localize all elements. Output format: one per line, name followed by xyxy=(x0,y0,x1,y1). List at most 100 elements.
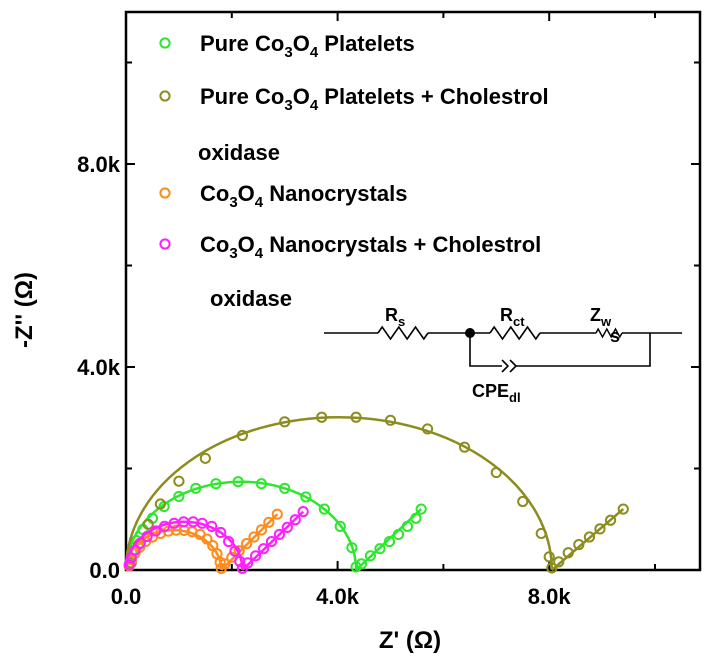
series-fit-tail xyxy=(220,513,279,571)
data-point xyxy=(316,411,328,423)
data-point xyxy=(201,533,213,545)
data-point xyxy=(265,535,278,548)
data-point xyxy=(517,495,529,508)
data-point xyxy=(199,452,211,464)
data-point xyxy=(173,475,185,487)
data-point xyxy=(364,550,376,562)
data-point xyxy=(346,542,358,554)
x-tick-label: 8.0k xyxy=(528,584,572,609)
series-2 xyxy=(124,411,629,574)
data-point xyxy=(421,423,434,435)
legend-marker xyxy=(159,187,171,199)
data-point xyxy=(219,558,231,570)
equivalent-circuit-inset: Rs Rct Zw s CPEdl xyxy=(324,305,682,405)
cpe-symbol xyxy=(501,359,510,373)
data-point xyxy=(255,524,268,536)
data-point xyxy=(271,508,283,520)
data-point xyxy=(543,551,555,563)
y-tick-label: 4.0k xyxy=(77,355,121,380)
data-point xyxy=(196,517,208,529)
data-point xyxy=(273,528,286,541)
data-point xyxy=(374,543,386,555)
data-point xyxy=(159,520,171,532)
legend-entry-2: Pure Co3O4 Platelets + Cholestrol oxidase xyxy=(159,84,549,165)
data-point xyxy=(257,543,270,555)
data-point xyxy=(223,535,235,548)
data-point xyxy=(355,558,368,570)
plot-frame xyxy=(124,10,702,572)
data-point xyxy=(401,520,414,532)
data-point xyxy=(123,559,135,571)
series-1 xyxy=(124,476,427,573)
data-point xyxy=(242,557,254,569)
y-tick-labels: 0.04.0k8.0k xyxy=(77,152,121,583)
data-point xyxy=(300,491,312,503)
wire-branch xyxy=(469,333,502,367)
data-point xyxy=(562,547,574,559)
data-point xyxy=(173,490,185,503)
data-point xyxy=(279,482,291,494)
data-point xyxy=(350,411,362,423)
legend-label: Co3O4 Nanocrystals + Cholestrol xyxy=(200,232,541,262)
data-point xyxy=(383,535,396,548)
data-point xyxy=(241,538,253,550)
series-layer xyxy=(123,411,629,575)
data-point xyxy=(215,526,227,539)
data-point xyxy=(141,530,153,543)
warburg-element xyxy=(595,327,623,339)
data-point xyxy=(573,539,585,551)
data-point xyxy=(154,498,166,510)
plot-border xyxy=(124,10,702,572)
data-point xyxy=(553,556,565,568)
data-point xyxy=(190,482,202,494)
y-axis-label: -Z'' (Ω) xyxy=(11,272,38,348)
resistor-rct xyxy=(489,325,541,341)
data-point xyxy=(604,514,617,526)
y-tick-label: 0.0 xyxy=(89,558,120,583)
zw-mark: s xyxy=(610,326,620,346)
zw-label: Zw xyxy=(590,305,612,329)
legend-marker xyxy=(159,90,171,102)
data-point xyxy=(255,478,268,490)
legend-label: Pure Co3O4 Platelets xyxy=(200,31,415,61)
data-point xyxy=(279,416,291,428)
data-point xyxy=(297,506,309,518)
legend-entry-1: Pure Co3O4 Platelets xyxy=(159,31,415,61)
series-fit-arc xyxy=(124,416,554,571)
data-point xyxy=(232,476,244,488)
data-point xyxy=(617,503,629,515)
data-point xyxy=(234,555,246,567)
data-point xyxy=(210,478,222,490)
data-point xyxy=(392,528,405,541)
legend-label-line2: oxidase xyxy=(198,140,280,165)
data-point xyxy=(214,556,226,568)
data-point xyxy=(318,503,330,515)
data-point xyxy=(289,514,301,526)
data-point xyxy=(384,414,397,426)
data-point xyxy=(490,466,502,479)
data-point xyxy=(142,518,154,530)
series-fit-arc xyxy=(124,520,244,571)
cpe-label: CPEdl xyxy=(472,381,521,405)
legend-marker xyxy=(159,238,171,250)
cpe-symbol xyxy=(509,359,518,373)
series-4 xyxy=(123,506,309,575)
legend-label: Pure Co3O4 Platelets + Cholestrol xyxy=(200,84,549,114)
data-point xyxy=(236,429,248,442)
data-point xyxy=(129,544,141,556)
data-point xyxy=(134,537,146,549)
data-point xyxy=(281,521,293,533)
data-point xyxy=(410,512,422,524)
data-point xyxy=(583,531,596,543)
legend-label: Co3O4 Nanocrystals xyxy=(200,181,407,211)
data-point xyxy=(150,525,162,537)
data-point xyxy=(229,545,241,557)
x-tick-label: 4.0k xyxy=(316,584,360,609)
data-point xyxy=(206,520,218,532)
legend-entry-3: Co3O4 Nanocrystals xyxy=(159,181,407,211)
data-point xyxy=(263,516,275,528)
